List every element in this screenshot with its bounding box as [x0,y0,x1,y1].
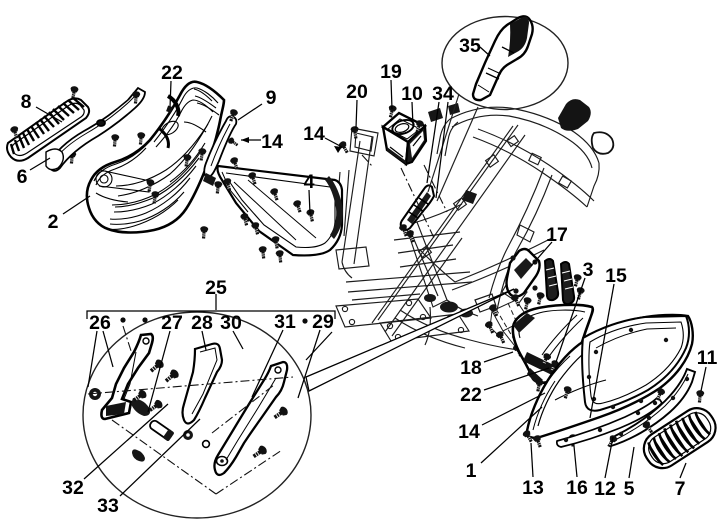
svg-text:6: 6 [17,166,28,188]
svg-text:28: 28 [191,312,213,334]
svg-text:7: 7 [675,478,686,500]
svg-text:19: 19 [380,61,402,83]
svg-text:8: 8 [21,91,32,113]
svg-text:13: 13 [522,477,544,499]
svg-text:25: 25 [205,277,227,299]
svg-text:22: 22 [161,62,183,84]
svg-text:3: 3 [583,259,594,281]
svg-text:11: 11 [697,347,718,369]
svg-text:32: 32 [62,477,84,499]
svg-text:22: 22 [460,384,482,406]
svg-text:30: 30 [220,312,242,334]
svg-text:26: 26 [89,312,111,334]
svg-text:4: 4 [304,171,315,193]
svg-text:35: 35 [459,35,481,57]
svg-text:12: 12 [594,478,616,500]
svg-text:31: 31 [274,311,296,333]
svg-text:1: 1 [466,460,477,482]
svg-text:9: 9 [266,87,277,109]
svg-text:33: 33 [97,495,119,517]
svg-text:14: 14 [303,123,325,145]
svg-text:27: 27 [161,312,183,334]
svg-text:29: 29 [312,311,334,333]
svg-text:2: 2 [48,211,59,233]
svg-text:10: 10 [401,83,423,105]
svg-text:17: 17 [546,224,568,246]
svg-text:16: 16 [566,477,588,499]
svg-text:14: 14 [261,131,283,153]
svg-text:18: 18 [460,357,482,379]
svg-text:34: 34 [432,83,454,105]
svg-text:20: 20 [346,81,368,103]
svg-text:5: 5 [624,478,635,500]
svg-text:14: 14 [458,421,480,443]
svg-text:15: 15 [605,265,627,287]
